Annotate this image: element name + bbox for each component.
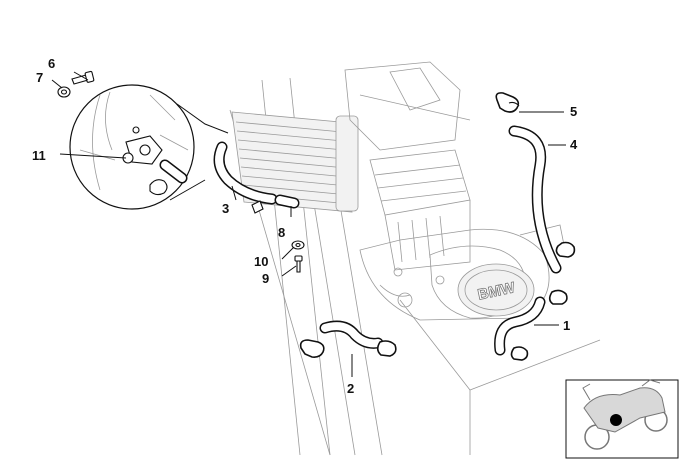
water-pump-cover: [125, 126, 163, 165]
clamp-hose-4-lower: [555, 241, 576, 258]
clamp-hose-2-left: [299, 339, 325, 358]
callout-9: 9: [262, 271, 269, 286]
callout-10: 10: [254, 254, 268, 269]
callout-7: 7: [36, 70, 43, 85]
locator-thumbnail: [565, 379, 679, 459]
hose-part-4: [508, 125, 562, 274]
callout-3: 3: [222, 201, 229, 216]
motorcycle-silhouette-icon: [582, 379, 668, 450]
clamp-hose-1-upper: [548, 289, 568, 305]
callout-5: 5: [570, 104, 577, 119]
hose-part-2: [319, 320, 384, 349]
clamp-hose-2-right: [376, 340, 397, 357]
callout-4: 4: [570, 137, 578, 152]
clamp-near-hose-3: [251, 200, 264, 214]
washer-part-7: [57, 86, 71, 98]
inset-hose-clamp: [149, 179, 168, 196]
callout-2: 2: [347, 381, 354, 396]
leader-lines: [51, 71, 566, 377]
washer-part-10: [291, 240, 305, 250]
engine-side-cover: BMW: [457, 263, 535, 317]
callout-8: 8: [278, 225, 285, 240]
detail-inset: [69, 84, 229, 210]
clamp-hose-1-lower: [510, 346, 529, 361]
screw-part-9: [294, 255, 303, 273]
hose-part-8: [274, 194, 300, 209]
engine-background: BMW: [229, 61, 601, 456]
location-marker: [610, 414, 622, 426]
inset-hose: [159, 159, 188, 184]
hose-part-1: [494, 296, 546, 356]
callouts: 1 2 3 4 5 6 7 8 9 10 11: [32, 56, 578, 396]
clamp-part-5: [495, 92, 520, 113]
hose-part-3: [213, 141, 278, 205]
callout-6: 6: [48, 56, 55, 71]
callout-1: 1: [563, 318, 570, 333]
callout-11: 11: [32, 148, 46, 163]
